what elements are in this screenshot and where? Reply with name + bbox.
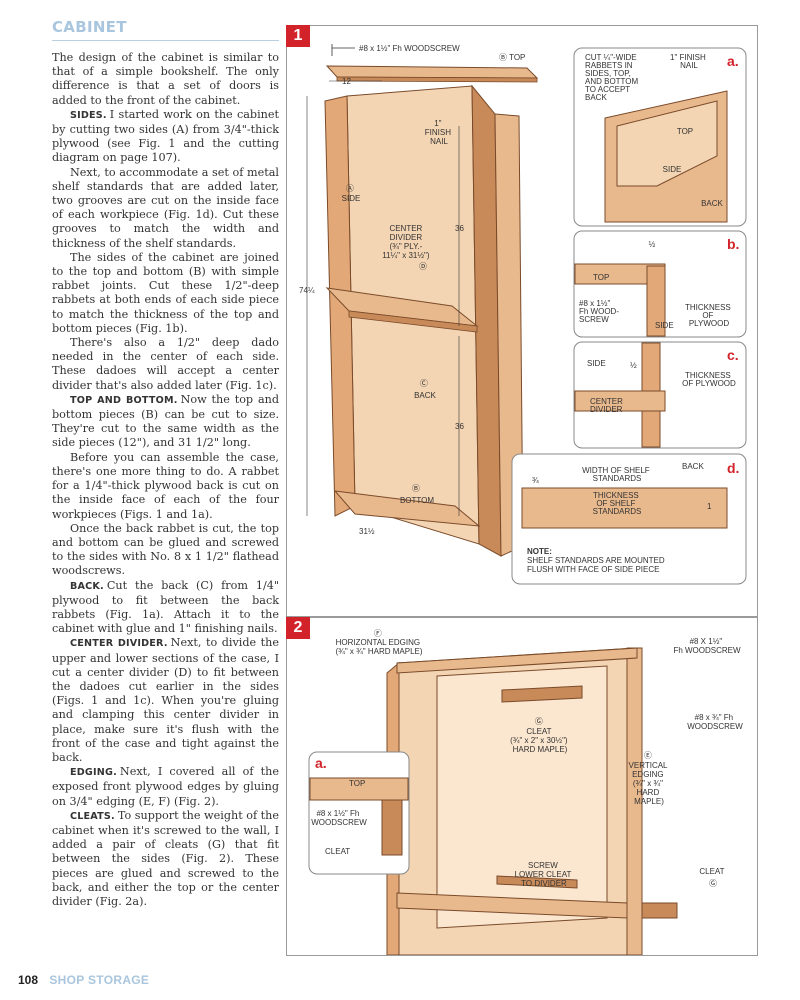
label-center-divider: CENTER DIVIDER (¾" PLY.- 11¼" x 31½") Ⓓ	[382, 224, 432, 271]
paragraph-text: Next, to accommodate a set of metal shel…	[52, 165, 279, 250]
paragraph-text: The design of the cabinet is similar to …	[52, 51, 279, 107]
label-dim-12: 12	[342, 77, 351, 86]
paragraph: CLEATS.To support the weight of the cabi…	[52, 809, 279, 909]
svg-text:TOP: TOP	[677, 127, 693, 136]
svg-text:CLEAT: CLEAT	[325, 847, 350, 856]
detail-1a-letter: a.	[727, 53, 739, 69]
label-dim-36-upper: 36	[455, 224, 464, 233]
label-dim-36-lower: 36	[455, 422, 464, 431]
paragraph-text: Now the top and bottom pieces (B) can be…	[52, 392, 279, 450]
paragraph-text: Once the back rabbet is cut, the top and…	[52, 521, 279, 578]
svg-text:SIDE: SIDE	[663, 165, 682, 174]
paragraph-text: There's also a 1/2" deep dado needed in …	[52, 336, 279, 392]
svg-text:¾: ¾	[532, 476, 539, 485]
svg-text:SIDE: SIDE	[587, 359, 606, 368]
paragraph: There's also a 1/2" deep dado needed in …	[52, 336, 279, 393]
paragraph: Once the back rabbet is cut, the top and…	[52, 522, 279, 579]
figure-1: 1 #8 x 1½" Fh WOODSCREW Ⓑ TOP 12 1" FINI…	[286, 25, 758, 617]
label-screw-top: #8 x 1½" Fh WOODSCREW	[359, 44, 460, 53]
svg-text:#8 x 1½" Fh WOOD-: #8 x 1½" Fh WOOD- SCREW	[579, 299, 621, 324]
svg-text:½: ½	[649, 240, 656, 249]
detail-1d-letter: d.	[727, 460, 739, 476]
paragraph: The design of the cabinet is similar to …	[52, 51, 279, 108]
svg-text:TOP: TOP	[593, 273, 609, 282]
paragraph: Next, to accommodate a set of metal shel…	[52, 166, 279, 251]
svg-text:Ⓔ VERTICAL EDGING: Ⓔ VERTICAL EDGING (¾" x ¾" HARD MAPLE)	[629, 751, 670, 806]
svg-text:NOTE:: NOTE:	[527, 547, 552, 556]
paragraph-text: Next, to divide the upper and lower sect…	[52, 636, 279, 764]
paragraph: TOP AND BOTTOM.Now the top and bottom pi…	[52, 393, 279, 451]
article-body: The design of the cabinet is similar to …	[52, 51, 279, 909]
paragraph: SIDES.I started work on the cabinet by c…	[52, 108, 279, 166]
paragraph-text: The sides of the cabinet are joined to t…	[52, 250, 279, 335]
figure-2-number: 2	[286, 617, 310, 639]
paragraph: EDGING.Next, I covered all of the expose…	[52, 765, 279, 809]
paragraph-lead: SIDES.	[70, 109, 107, 121]
figure-1-drawing: #8 x 1½" Fh WOODSCREW Ⓑ TOP 12 1" FINISH…	[299, 44, 747, 585]
paragraph-lead: TOP AND BOTTOM.	[70, 394, 178, 406]
label-top-b: Ⓑ TOP	[499, 53, 525, 62]
paragraph-text: To support the weight of the cabinet whe…	[52, 808, 280, 908]
paragraph: The sides of the cabinet are joined to t…	[52, 251, 279, 336]
paragraph-text: Before you can assemble the case, there'…	[52, 450, 279, 521]
label-dim-31: 31½	[359, 527, 375, 536]
svg-text:TOP: TOP	[349, 779, 365, 788]
detail-1b-letter: b.	[727, 236, 739, 252]
label-side-a: Ⓐ SIDE	[342, 184, 361, 203]
svg-text:SIDE: SIDE	[655, 321, 674, 330]
page-number: 108	[18, 973, 39, 987]
svg-text:BACK: BACK	[701, 199, 723, 208]
figure-2: 2 Ⓕ HORIZONTAL EDGING (¾" x ¾" HARD MAPL…	[286, 617, 758, 956]
label-bottom-b: Ⓑ BOTTOM	[400, 484, 434, 505]
svg-text:THICKNESS OF PLYWOOD: THICKNESS OF PLYWOOD	[682, 371, 736, 388]
label-finish-nail: 1" FINISH NAIL	[425, 119, 453, 146]
figure-2-drawing: Ⓕ HORIZONTAL EDGING (¾" x ¾" HARD MAPLE)…	[308, 629, 743, 955]
svg-text:1" FINISH NAIL: 1" FINISH NAIL	[670, 53, 708, 70]
label-dim-74: 74¼	[299, 286, 315, 295]
detail-1c-letter: c.	[727, 347, 739, 363]
svg-text:Ⓕ HORIZONTAL EDGING: Ⓕ HORIZONTAL EDGING (¾" x ¾" HARD MAPLE)	[335, 629, 422, 656]
svg-text:SCREW LOWER CLEAT: SCREW LOWER CLEAT TO DIVIDER	[515, 861, 574, 888]
svg-text:SHELF STANDARDS ARE MOUNTED: SHELF STANDARDS ARE MOUNTED FLUSH WITH F…	[527, 556, 667, 574]
svg-text:#8 x ¾" Fh WOODSCREW: #8 x ¾" Fh WOODSCREW	[687, 713, 743, 731]
running-title: SHOP STORAGE	[49, 973, 150, 987]
paragraph-text: Next, I covered all of the exposed front…	[52, 765, 279, 808]
svg-text:Ⓖ CLEAT (¾" x 2" x: Ⓖ CLEAT (¾" x 2" x 30½") HARD MAPLE)	[510, 717, 570, 754]
svg-text:CENTER DIVIDER: CENTER DIVIDER	[590, 397, 625, 414]
svg-text:THICKNESS OF PLYWO: THICKNESS OF PLYWOOD	[685, 303, 733, 328]
svg-text:½: ½	[630, 361, 637, 370]
paragraph-lead: CLEATS.	[70, 810, 115, 822]
paragraph-text: Cut the back (C) from 1/4" plywood to fi…	[52, 578, 279, 636]
detail-2a-letter: a.	[315, 755, 327, 771]
page-footer: 108 SHOP STORAGE	[18, 973, 149, 987]
bottom-board	[333, 490, 481, 527]
figure-1-number: 1	[286, 25, 310, 47]
svg-text:1: 1	[707, 502, 712, 511]
paragraph-lead: EDGING.	[70, 767, 117, 779]
paragraph: CENTER DIVIDER.Next, to divide the upper…	[52, 636, 279, 765]
paragraph: Before you can assemble the case, there'…	[52, 451, 279, 522]
svg-text:BACK: BACK	[682, 462, 704, 471]
svg-text:THICKNESS OF SHELF: THICKNESS OF SHELF STANDARDS	[593, 491, 642, 516]
label-back-c: Ⓒ BACK	[414, 379, 436, 400]
paragraph-lead: BACK.	[70, 580, 104, 592]
paragraph-text: I started work on the cabinet by cutting…	[52, 107, 279, 165]
top-board	[325, 65, 539, 79]
paragraph-lead: CENTER DIVIDER.	[70, 638, 168, 650]
detail-1a-note: CUT ¼"-WIDE RABBETS IN SIDES, TOP, AND B…	[585, 53, 640, 102]
svg-text:#8 x 1½" Fh WOODSCREW: #8 x 1½" Fh WOODSCREW	[311, 809, 367, 827]
article-column: CABINET The design of the cabinet is sim…	[52, 18, 279, 909]
paragraph: BACK.Cut the back (C) from 1/4" plywood …	[52, 579, 279, 637]
section-heading: CABINET	[52, 18, 279, 41]
svg-text:CLEAT Ⓖ: CLEAT Ⓖ	[699, 867, 726, 888]
svg-text:#8 X 1½" Fh WOODSCREW: #8 X 1½" Fh WOODSCREW	[673, 637, 741, 655]
svg-text:WIDTH OF SHELF STANDARDS: WIDTH OF SHELF STANDARDS	[582, 466, 652, 483]
